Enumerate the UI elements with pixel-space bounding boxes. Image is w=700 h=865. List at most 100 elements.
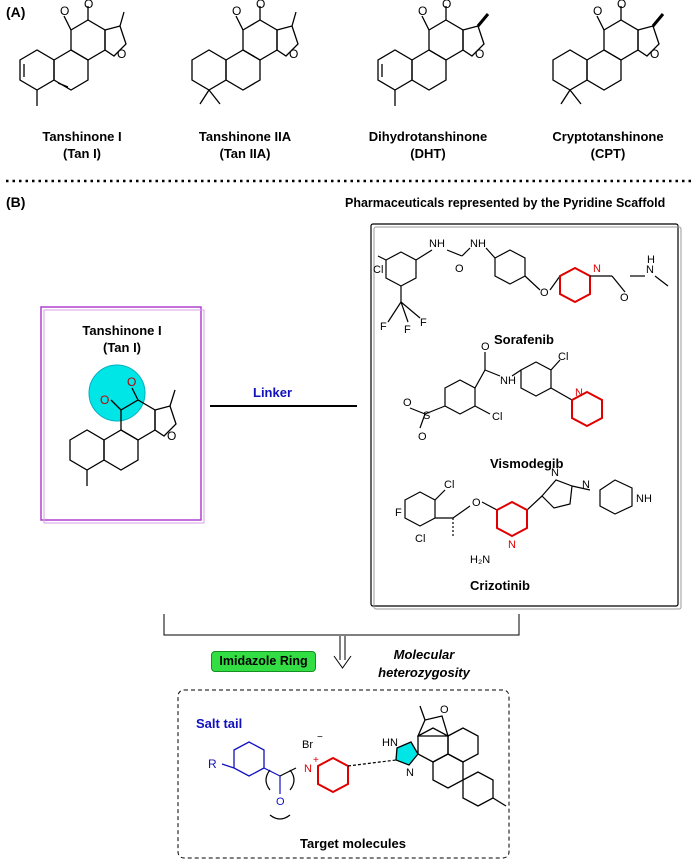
atom-o: O bbox=[593, 4, 602, 18]
atom-o: O bbox=[117, 47, 126, 61]
compound-label-tan-i: Tanshinone I (Tan I) bbox=[22, 128, 142, 162]
structure-tan-iia bbox=[191, 6, 299, 105]
atom-o: O bbox=[620, 292, 629, 304]
atom-nh: NH bbox=[636, 493, 652, 505]
imidazole-highlight bbox=[395, 741, 419, 766]
atom-o: O bbox=[100, 393, 109, 407]
atom-o: O bbox=[455, 263, 464, 275]
atom-n: N bbox=[593, 263, 601, 275]
target-box bbox=[177, 689, 510, 859]
compound-label-cpt: Cryptotanshinone (CPT) bbox=[538, 128, 678, 162]
drug-label-sorafenib: Sorafenib bbox=[494, 332, 554, 347]
atom-nh: NH bbox=[429, 238, 445, 250]
atom-f: F bbox=[395, 507, 402, 519]
linker-label: Linker bbox=[253, 385, 293, 400]
atom-n: N bbox=[406, 767, 414, 779]
atom-f: F bbox=[404, 324, 411, 336]
atom-o: O bbox=[403, 397, 412, 409]
structure-target bbox=[417, 705, 507, 807]
compound-name: Dihydrotanshinone bbox=[368, 129, 488, 144]
atom-o: O bbox=[127, 375, 136, 389]
atom-cl: Cl bbox=[492, 411, 502, 423]
atom-r: R bbox=[208, 757, 217, 771]
atom-o: O bbox=[481, 341, 490, 353]
atom-o: O bbox=[289, 47, 298, 61]
atom-o: O bbox=[440, 704, 449, 716]
pyridine-ring-sorafenib bbox=[559, 266, 591, 304]
pyridinium-ring bbox=[317, 756, 349, 794]
drug-label-crizotinib: Crizotinib bbox=[470, 578, 530, 593]
structure-vismodegib bbox=[409, 352, 573, 429]
atom-cl: Cl bbox=[558, 351, 568, 363]
atom-o: O bbox=[60, 4, 69, 18]
imidazole-ring-badge: Imidazole Ring bbox=[211, 651, 316, 672]
target-molecules-label: Target molecules bbox=[300, 836, 406, 851]
tan-i-box bbox=[40, 306, 202, 521]
atom-o: O bbox=[276, 796, 285, 808]
compound-abbr: (Tan I) bbox=[102, 340, 142, 355]
atom-o: O bbox=[418, 4, 427, 18]
atom-cl: Cl bbox=[415, 533, 425, 545]
panel-b-label: (B) bbox=[6, 194, 26, 210]
compound-abbr: (Tan IIA) bbox=[219, 146, 271, 161]
atom-h: H bbox=[647, 254, 655, 266]
atom-o: O bbox=[256, 0, 265, 11]
compound-abbr: (CPT) bbox=[590, 146, 626, 161]
compound-label-tan-iia: Tanshinone IIA (Tan IIA) bbox=[180, 128, 310, 162]
structure-crizotinib bbox=[404, 479, 633, 538]
structure-cpt bbox=[552, 6, 665, 105]
compound-name: Tanshinone I bbox=[42, 129, 122, 144]
atom-n: N bbox=[575, 387, 583, 399]
atom-o: O bbox=[475, 47, 484, 61]
atom-o: O bbox=[617, 0, 626, 11]
strategy-line: heterozygosity bbox=[378, 665, 470, 680]
atom-n: N bbox=[508, 539, 516, 551]
atom-n: N bbox=[582, 479, 590, 491]
pyridine-ring-crizotinib bbox=[496, 500, 528, 538]
compound-label-dht: Dihydrotanshinone (DHT) bbox=[358, 128, 498, 162]
pyridine-header: Pharmaceuticals represented by the Pyrid… bbox=[345, 196, 666, 210]
pyridine-ring-vismodegib bbox=[571, 390, 603, 428]
atom-o: O bbox=[472, 497, 481, 509]
structure-dht bbox=[377, 6, 490, 106]
charge-plus: + bbox=[313, 755, 319, 766]
atom-h2n: H₂N bbox=[470, 554, 490, 566]
atom-n: N bbox=[646, 264, 654, 276]
compound-name: Tanshinone IIA bbox=[198, 129, 292, 144]
atom-o: O bbox=[650, 47, 659, 61]
panel-a-label: (A) bbox=[6, 4, 26, 20]
tan-i-box-shadow bbox=[43, 309, 205, 524]
atom-o: O bbox=[232, 4, 241, 18]
atom-cl: Cl bbox=[373, 264, 383, 276]
atom-cl: Cl bbox=[444, 479, 454, 491]
atom-o: O bbox=[442, 0, 451, 11]
atom-f: F bbox=[380, 321, 387, 333]
atom-n: N bbox=[551, 467, 559, 479]
down-arrow bbox=[333, 655, 352, 669]
atom-f: F bbox=[420, 317, 427, 329]
atom-hn: HN bbox=[382, 737, 398, 749]
atom-o: O bbox=[167, 429, 176, 443]
atom-o: O bbox=[540, 287, 549, 299]
compound-name: Tanshinone I bbox=[82, 323, 162, 338]
pyridine-box-shadow bbox=[373, 226, 682, 610]
atom-nh: NH bbox=[470, 238, 486, 250]
tan-box-label: Tanshinone I (Tan I) bbox=[42, 322, 202, 356]
merge-bracket bbox=[163, 614, 520, 636]
atom-br: Br bbox=[302, 739, 313, 751]
highlight-circle bbox=[88, 364, 146, 422]
structure-sorafenib bbox=[377, 247, 669, 323]
salt-tail-ring bbox=[233, 741, 265, 777]
structure-tan-i bbox=[19, 6, 127, 106]
atom-o: O bbox=[84, 0, 93, 11]
drug-label-vismodegib: Vismodegib bbox=[490, 456, 564, 471]
atom-o: O bbox=[418, 431, 427, 443]
structure-tan-i-box bbox=[69, 387, 177, 486]
compound-name: Cryptotanshinone bbox=[552, 129, 664, 144]
compound-abbr: (Tan I) bbox=[62, 146, 102, 161]
atom-s: S bbox=[423, 410, 430, 422]
strategy-label: Molecular heterozygosity bbox=[364, 646, 484, 682]
salt-tail-label: Salt tail bbox=[196, 716, 243, 731]
atom-nh: NH bbox=[500, 375, 516, 387]
